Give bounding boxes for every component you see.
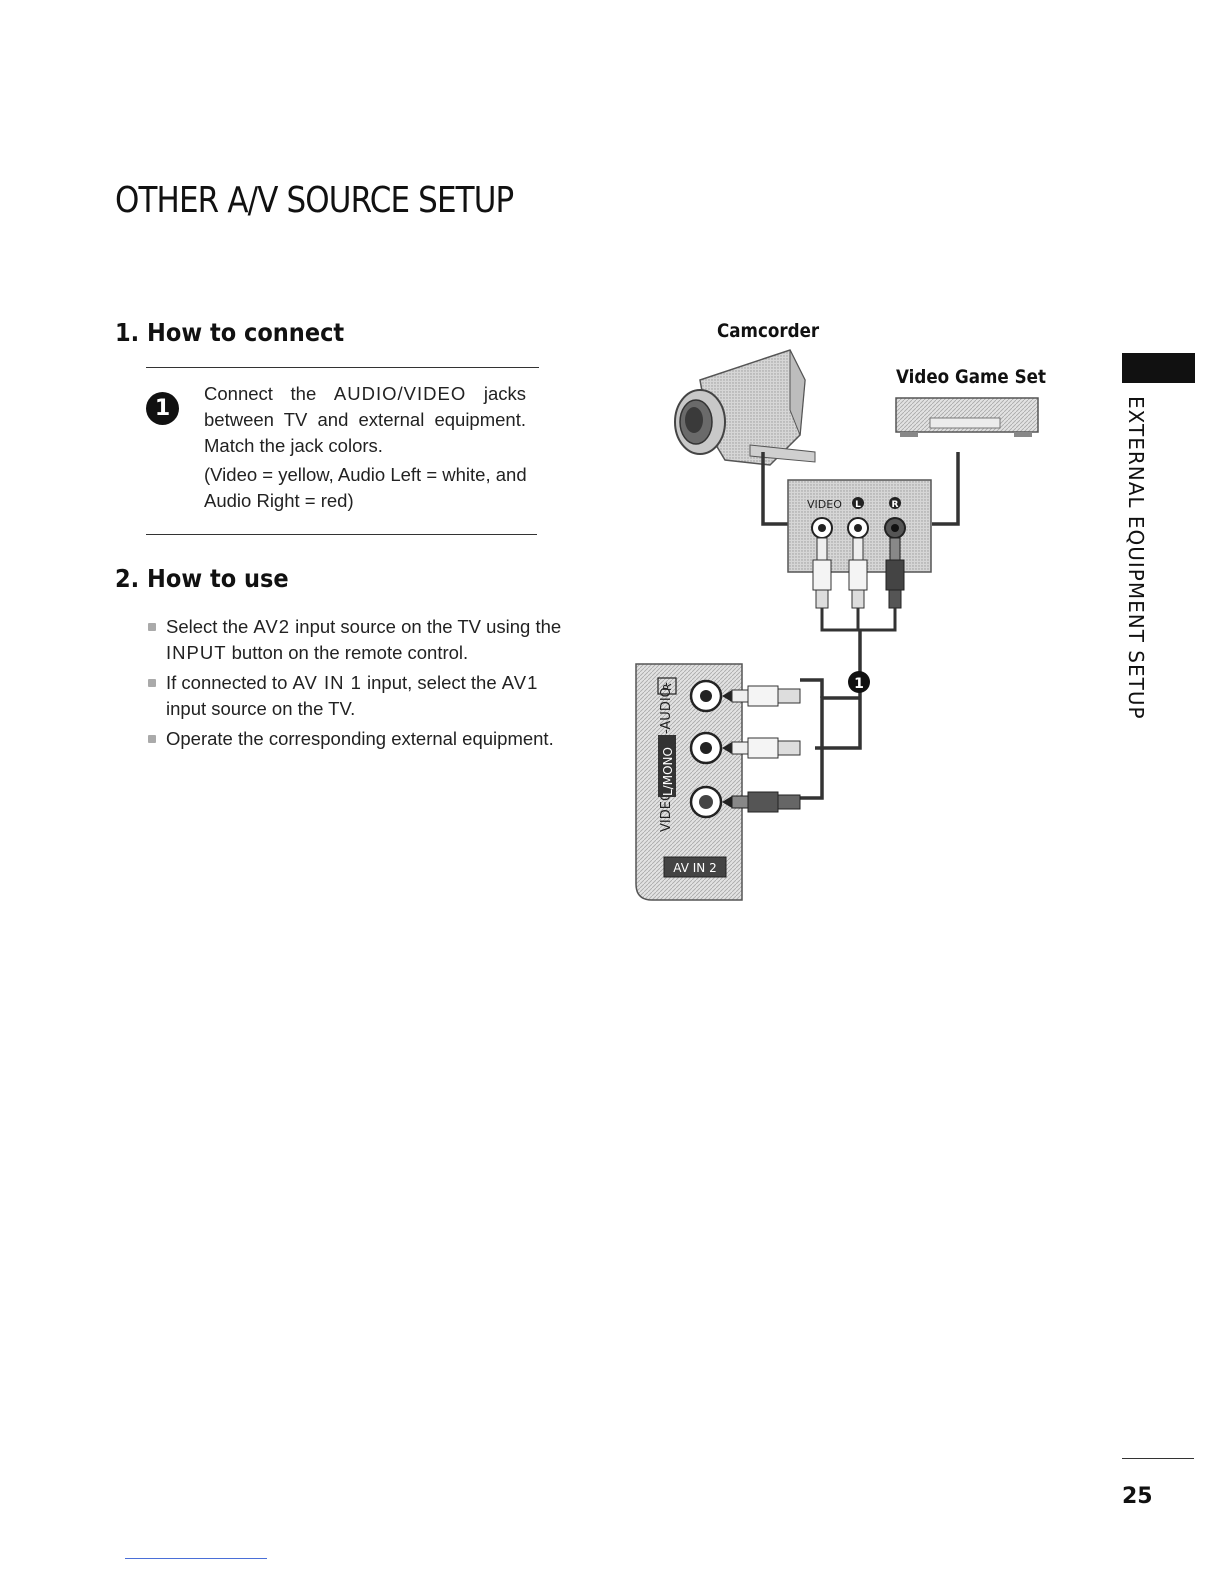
rca-plugs-device	[812, 537, 905, 609]
page-number: 25	[1122, 1484, 1153, 1509]
tv-panel-video-label: VIDEO	[659, 791, 674, 832]
video-game-set-label: Video Game Set	[896, 366, 1046, 388]
device-video-label: VIDEO	[807, 498, 842, 511]
use-2-text-b: input, select the	[367, 672, 497, 693]
footer-link-line	[125, 1558, 267, 1559]
side-section-title: EXTERNAL EQUIPMENT SETUP	[1124, 396, 1148, 720]
list-item: If connected to AV IN 1 input, select th…	[146, 670, 566, 722]
bullet-icon	[148, 735, 156, 743]
connect-line-1-em: AUDIO/VIDEO	[333, 383, 467, 404]
camcorder-icon	[674, 349, 816, 466]
jack-color-note: (Video = yellow, Audio Left = white, and…	[204, 462, 534, 514]
use-1-text-b: input source on the TV using the	[295, 616, 562, 637]
use-1-text-c: button on the remote control.	[231, 642, 469, 663]
tv-panel-mono-label: L/MONO	[661, 747, 675, 796]
jack-color-note-line-1: (Video = yellow, Audio Left = white, and	[204, 464, 527, 485]
connect-line-2: between TV and external equipment.	[204, 409, 526, 430]
connection-diagram: VIDEO L R 1 VIDEO L/MONO -AUDIO-	[635, 349, 1039, 901]
step-1-badge: 1	[146, 392, 179, 425]
page-title: OTHER A/V SOURCE SETUP	[115, 180, 514, 221]
use-1-text-a: Select the	[166, 616, 249, 637]
tv-panel-mono-box	[658, 735, 676, 797]
use-1-em-a: AV2	[253, 616, 291, 637]
left-channel-icon	[852, 497, 864, 509]
device-right-label: R	[892, 500, 899, 510]
video-game-set-icon	[895, 397, 1039, 437]
how-to-connect-heading: 1. How to connect	[115, 318, 345, 347]
how-to-use-list: Select the AV2 input source on the TV us…	[146, 614, 566, 756]
connect-line-1-post: jacks	[483, 383, 527, 404]
tv-panel-right-label: R	[661, 683, 674, 691]
connect-line-1-pre: Connect the	[204, 383, 317, 404]
use-3-text: Operate the corresponding external equip…	[166, 728, 554, 749]
page-number-rule	[1122, 1458, 1194, 1459]
section-tab-marker	[1122, 353, 1195, 383]
right-channel-icon	[889, 497, 901, 509]
connect-line-1: Connect the AUDIO/VIDEO jacks	[204, 381, 526, 407]
tv-panel-audio-label: -AUDIO-	[659, 682, 674, 734]
step-1-marker-label: 1	[854, 676, 864, 692]
connect-instruction: Connect the AUDIO/VIDEO jacks between TV…	[204, 381, 526, 459]
av-in-2-label: AV IN 2	[673, 861, 716, 875]
use-2-text-a: If connected to	[166, 672, 288, 693]
camcorder-label: Camcorder	[717, 320, 820, 342]
list-item: Select the AV2 input source on the TV us…	[146, 614, 566, 666]
av-in-2-badge	[663, 856, 727, 878]
rca-plugs-tv	[722, 685, 801, 813]
step-1-marker-icon	[848, 671, 870, 693]
connect-line-3: Match the jack colors.	[204, 435, 383, 456]
section-rule-bottom	[146, 534, 537, 535]
list-item: Operate the corresponding external equip…	[146, 726, 566, 752]
use-2-text-c: input source on the TV.	[166, 698, 356, 719]
tv-av-in-2-panel: VIDEO L/MONO -AUDIO- R AV IN 2	[635, 663, 743, 901]
bullet-icon	[148, 623, 156, 631]
bullet-icon	[148, 679, 156, 687]
jack-color-note-line-2: Audio Right = red)	[204, 490, 354, 511]
use-1-em-b: INPUT	[166, 642, 227, 663]
device-left-label: L	[855, 500, 861, 510]
use-2-em-b: AV1	[501, 672, 539, 693]
section-rule-top	[146, 367, 539, 368]
use-2-em-a: AV IN 1	[292, 672, 362, 693]
how-to-use-heading: 2. How to use	[115, 564, 289, 593]
